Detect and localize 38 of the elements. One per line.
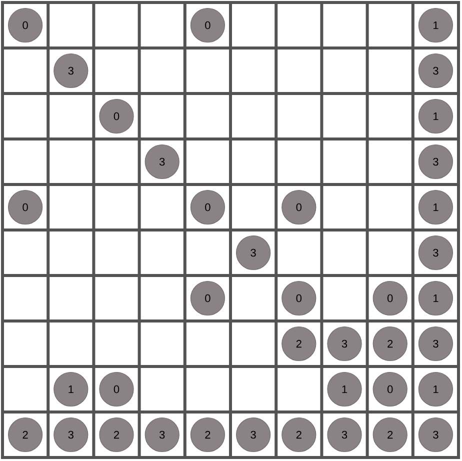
- number-disc: 1: [418, 8, 453, 43]
- number-disc: 3: [144, 417, 180, 452]
- number-disc: 2: [99, 417, 134, 452]
- number-disc: 0: [99, 372, 134, 407]
- number-disc: 3: [418, 326, 453, 362]
- number-disc: 2: [282, 417, 316, 452]
- number-disc: 3: [236, 417, 271, 452]
- number-disc: 2: [282, 326, 316, 362]
- number-disc: 0: [282, 190, 316, 225]
- number-disc: 0: [372, 372, 408, 407]
- number-disc: 0: [372, 280, 408, 316]
- number-disc: 0: [190, 190, 225, 225]
- number-disc: 1: [418, 98, 453, 134]
- number-disc: 3: [327, 417, 362, 452]
- number-disc: 3: [54, 53, 88, 88]
- number-disc: 2: [190, 417, 225, 452]
- number-disc: 0: [8, 190, 43, 225]
- number-disc: 3: [236, 235, 271, 270]
- number-disc: 3: [418, 417, 453, 452]
- number-disc: 2: [372, 326, 408, 362]
- number-disc: 1: [418, 280, 453, 316]
- number-disc: 1: [54, 372, 88, 407]
- number-disc: 2: [372, 417, 408, 452]
- number-disc: 0: [190, 8, 225, 43]
- number-disc: 3: [144, 144, 180, 180]
- number-disc: 3: [418, 235, 453, 270]
- number-disc: 1: [418, 190, 453, 225]
- number-disc: 1: [327, 372, 362, 407]
- number-disc: 0: [190, 280, 225, 316]
- number-disc: 0: [8, 8, 43, 43]
- number-disc: 3: [54, 417, 88, 452]
- number-disc: 2: [8, 417, 43, 452]
- number-disc: 0: [282, 280, 316, 316]
- number-disc: 0: [99, 98, 134, 134]
- number-disc: 3: [418, 144, 453, 180]
- number-disc: 3: [327, 326, 362, 362]
- number-disc: 1: [418, 372, 453, 407]
- number-disc: 3: [418, 53, 453, 88]
